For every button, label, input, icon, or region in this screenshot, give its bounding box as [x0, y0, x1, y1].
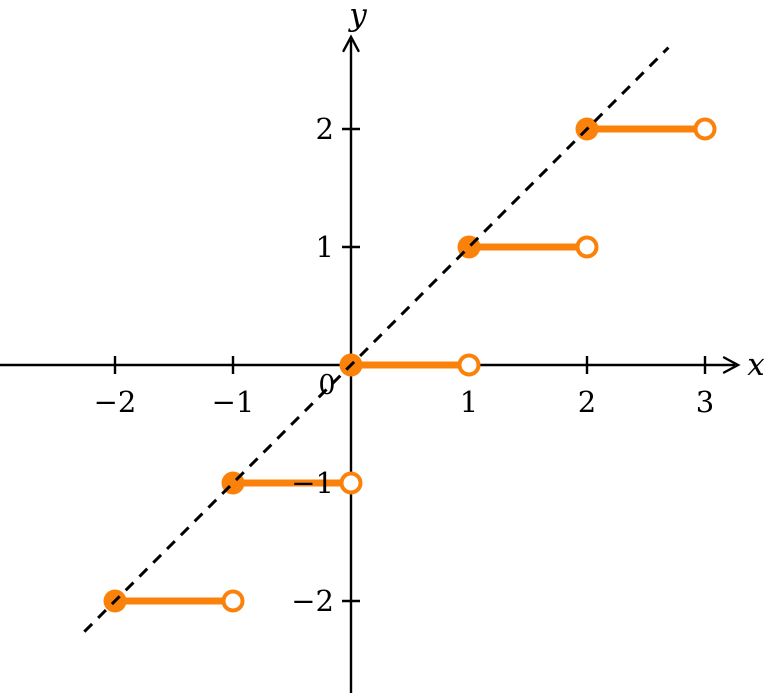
y-axis-label: y	[347, 0, 367, 33]
x-axis-label: x	[747, 347, 765, 383]
x-tick-label: −2	[94, 385, 137, 419]
x-tick-label: 1	[460, 385, 478, 419]
y-tick-label: 2	[316, 112, 334, 146]
open-endpoint-marker	[339, 471, 363, 495]
identity-dashed-line	[83, 46, 670, 633]
x-axis-arrowhead-icon	[722, 356, 741, 374]
open-endpoint-marker	[221, 589, 245, 613]
x-tick-label: 3	[696, 385, 714, 419]
origin-label: 0	[318, 370, 335, 401]
y-axis-arrowhead-icon	[342, 34, 360, 53]
x-tick-label: −1	[212, 385, 255, 419]
x-tick-label: 2	[578, 385, 596, 419]
y-tick-label: −1	[291, 466, 334, 500]
open-endpoint-marker	[693, 117, 717, 141]
open-endpoint-marker	[575, 235, 599, 259]
y-tick-label: −2	[291, 584, 334, 618]
y-tick-label: 1	[316, 230, 334, 264]
open-endpoint-marker	[457, 353, 481, 377]
